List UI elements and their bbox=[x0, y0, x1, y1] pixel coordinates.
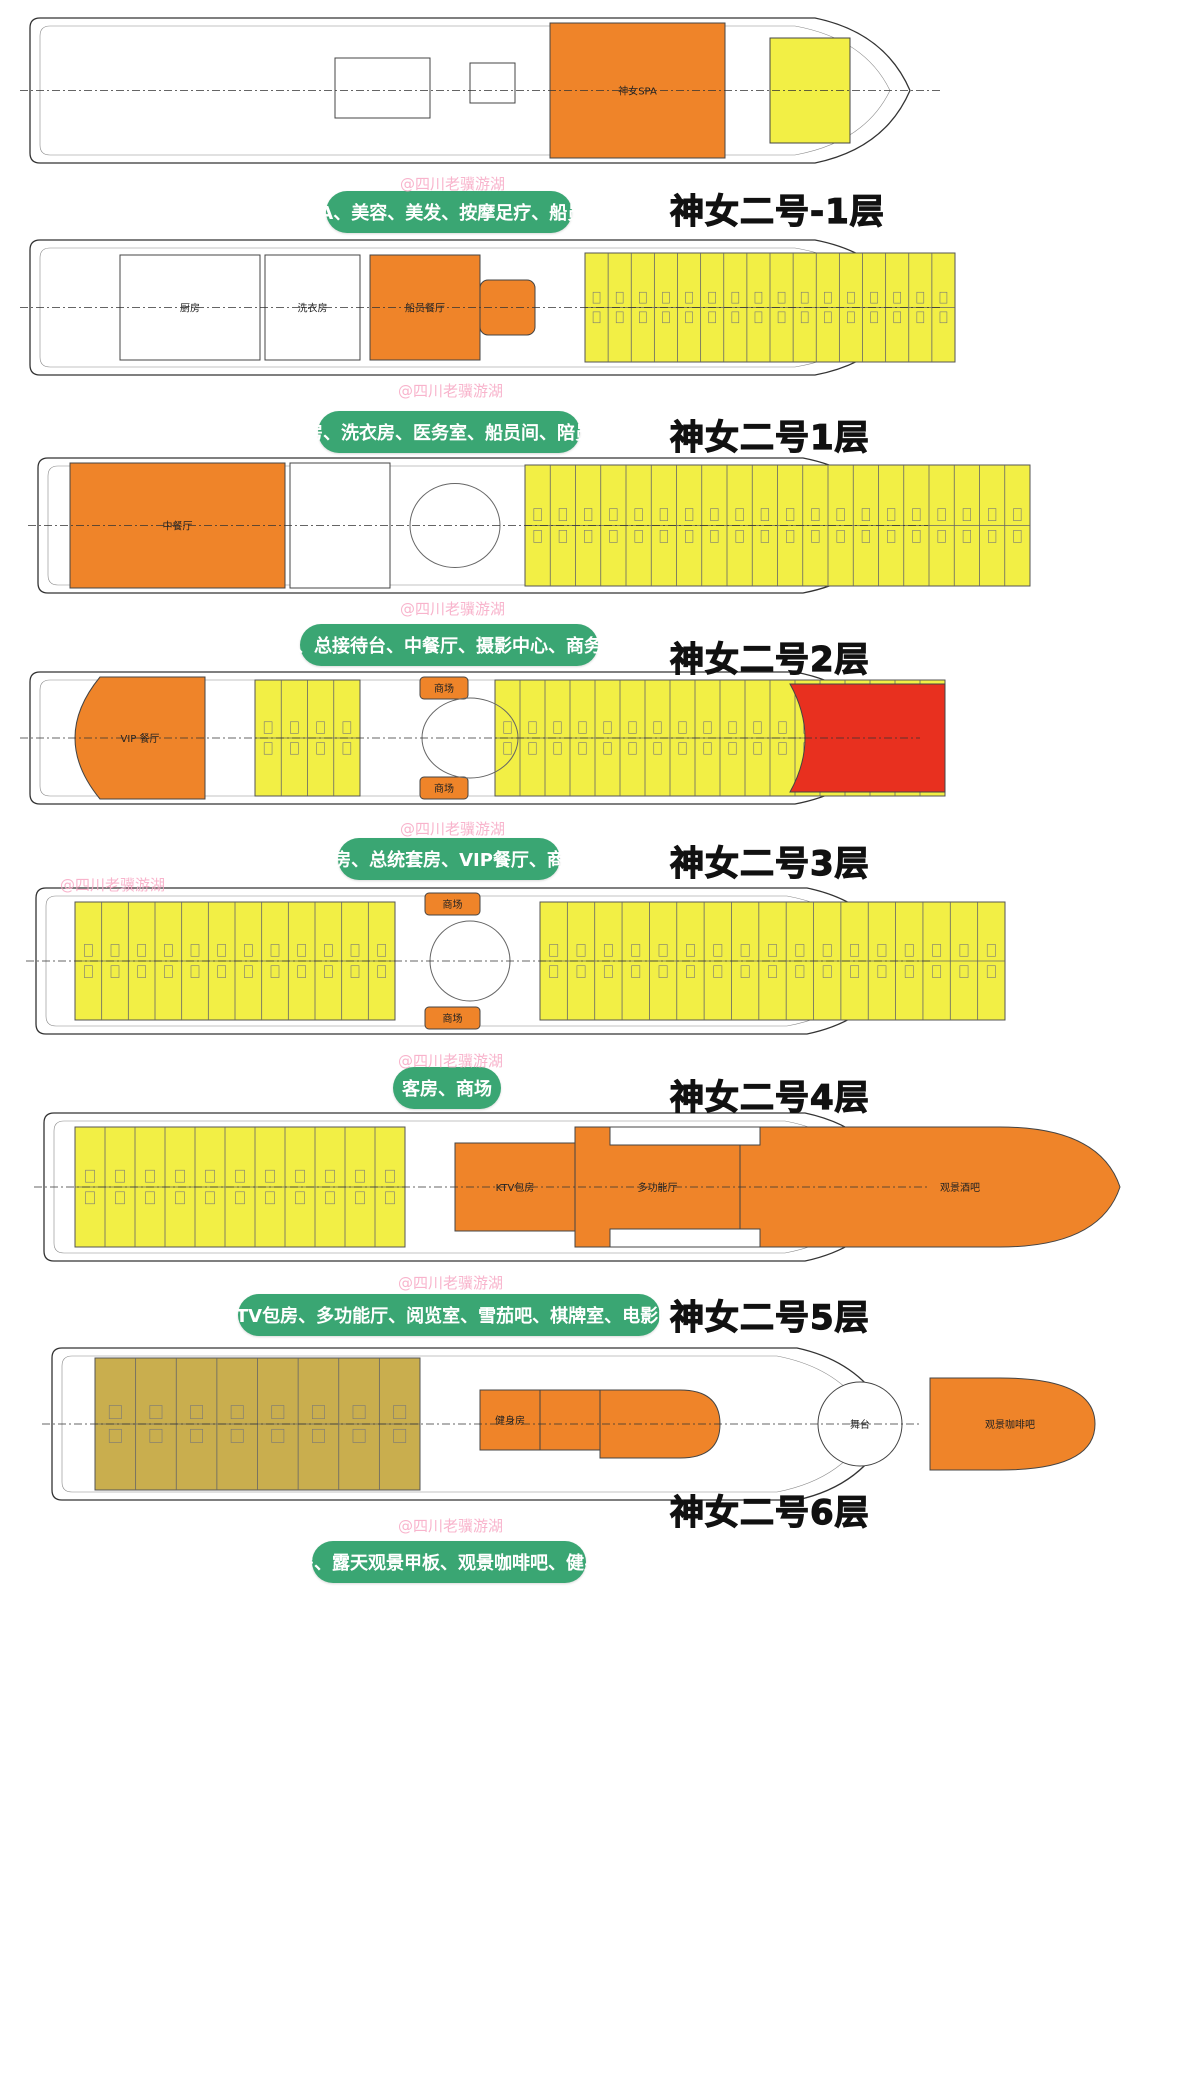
svg-text:商场: 商场 bbox=[434, 782, 454, 795]
watermark: @四川老骥游湖 bbox=[60, 876, 166, 894]
svg-text:健身房: 健身房 bbox=[495, 1414, 525, 1427]
aux-room bbox=[469, 62, 516, 104]
deck-caption-3: 客房、总统套房、VIP餐厅、商场 bbox=[315, 838, 583, 880]
watermark: @四川老骥游湖 bbox=[400, 600, 506, 618]
presidential-suite bbox=[789, 683, 946, 793]
gym-room: 健身房 bbox=[479, 1389, 541, 1451]
deck-title-3: 神女二号3层 bbox=[669, 843, 870, 884]
deck-caption-4: 客房、商场 bbox=[393, 1067, 501, 1109]
machinery-room bbox=[334, 57, 431, 119]
svg-text:舞台: 舞台 bbox=[850, 1418, 870, 1431]
shop-starboard: 商场 bbox=[419, 776, 469, 800]
svg-text:商场: 商场 bbox=[443, 1012, 463, 1025]
watermark: @四川老骥游湖 bbox=[400, 175, 506, 193]
svg-text:VIP 餐厅: VIP 餐厅 bbox=[121, 732, 160, 745]
svg-text:船员餐厅: 船员餐厅 bbox=[405, 302, 445, 315]
deck-plan-6: 健身房 舞台 观景咖啡吧 bbox=[42, 1347, 1096, 1501]
deck-plan-0: 神女SPA bbox=[20, 17, 940, 164]
svg-text:KTV包房: KTV包房 bbox=[496, 1181, 535, 1194]
deck-caption-0: SPA、美容、美发、按摩足疗、船员室 bbox=[295, 191, 603, 233]
vip-restaurant bbox=[74, 676, 206, 800]
svg-text:中餐厅: 中餐厅 bbox=[163, 520, 193, 533]
deck-title-2: 神女二号2层 bbox=[669, 639, 870, 680]
svg-text:洗衣房: 洗衣房 bbox=[298, 302, 328, 315]
deck-title-6: 神女二号6层 bbox=[669, 1492, 870, 1533]
watermark: @四川老骥游湖 bbox=[400, 820, 506, 838]
bar-room bbox=[539, 1389, 601, 1451]
svg-text:观景酒吧: 观景酒吧 bbox=[940, 1182, 980, 1194]
watermark: @四川老骥游湖 bbox=[398, 1274, 504, 1292]
observation-bar bbox=[739, 1126, 1121, 1248]
svg-text:神女SPA: 神女SPA bbox=[618, 85, 657, 98]
deck-title-0: 神女二号-1层 bbox=[669, 191, 885, 232]
card-rooms-port bbox=[609, 1126, 761, 1146]
deck-plan-1: 船员餐厅 厨房 洗衣房 bbox=[20, 239, 956, 376]
deck-caption-5: 客房、KTV包房、多功能厅、阅览室、雪茄吧、棋牌室、电影院、酒吧 bbox=[168, 1294, 730, 1336]
shop-starboard: 商场 bbox=[424, 1006, 481, 1030]
deck-plan-5: KTV包房 多功能厅 观景酒吧 bbox=[34, 1112, 1121, 1262]
shop-port: 商场 bbox=[419, 676, 469, 700]
watermark: @四川老骥游湖 bbox=[398, 1517, 504, 1535]
card-rooms-starboard bbox=[609, 1228, 761, 1248]
watermark: @四川老骥游湖 bbox=[398, 1052, 504, 1070]
svg-text:商场: 商场 bbox=[434, 682, 454, 695]
deck-plan-2: 中餐厅 bbox=[28, 457, 1031, 594]
deck-caption-6: 客房、露天观景甲板、观景咖啡吧、健身房 bbox=[278, 1541, 620, 1583]
deck-title-4: 神女二号4层 bbox=[669, 1077, 870, 1118]
deck-title-1: 神女二号1层 bbox=[669, 417, 870, 458]
shop-port: 商场 bbox=[424, 892, 481, 916]
deck-caption-1: 厨房、洗衣房、医务室、船员间、陪员间 bbox=[287, 411, 611, 453]
svg-text:多功能厅: 多功能厅 bbox=[638, 1181, 678, 1194]
svg-text:厨房: 厨房 bbox=[180, 302, 200, 315]
deck-title-5: 神女二号5层 bbox=[669, 1297, 870, 1338]
observation-cafe bbox=[929, 1377, 1096, 1471]
svg-text:观景咖啡吧: 观景咖啡吧 bbox=[985, 1419, 1035, 1431]
svg-text:商场: 商场 bbox=[443, 898, 463, 911]
deck-caption-2: 客房、总接待台、中餐厅、摄影中心、商务中心 bbox=[260, 624, 638, 666]
watermark: @四川老骥游湖 bbox=[398, 382, 504, 400]
